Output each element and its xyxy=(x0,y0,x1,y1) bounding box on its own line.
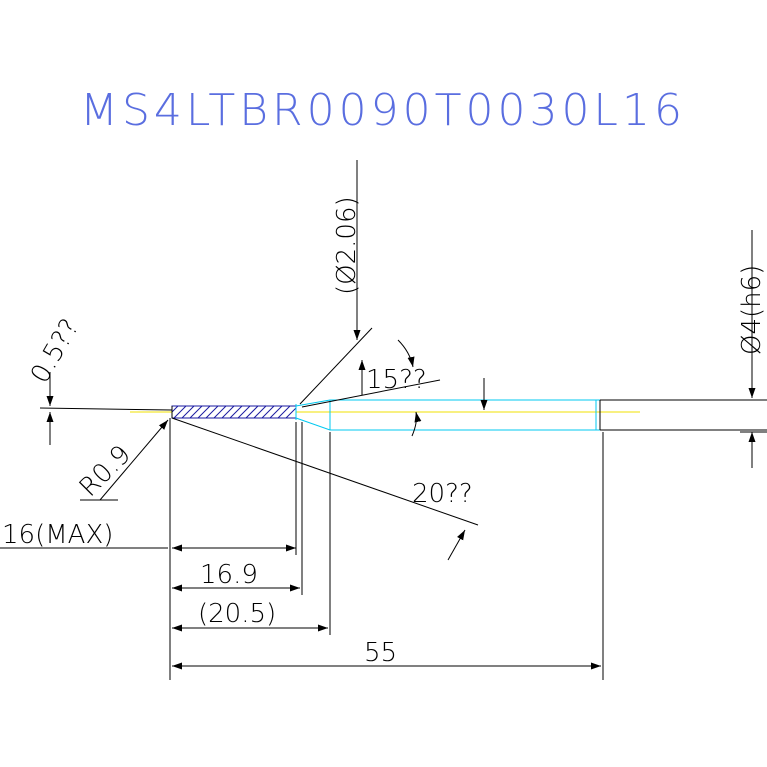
dim-length-55: 55 xyxy=(364,638,397,668)
tool-outline xyxy=(295,399,601,431)
dim-length-20-5: (20.5) xyxy=(198,599,276,629)
dim-length-16-9: 16.9 xyxy=(200,560,258,590)
dimension-lines xyxy=(0,160,767,680)
dim-diameter-4-h6: Ø4(h6) xyxy=(737,265,767,355)
dim-chamfer: 0.5?? xyxy=(25,314,85,389)
drawing-title: MS4LTBR0090T0030L16 xyxy=(80,85,686,136)
dim-diameter-2-06: (Ø2.06) xyxy=(332,196,362,295)
dim-angle-20: 20?? xyxy=(412,479,473,509)
dim-max-16: 16(MAX) xyxy=(2,520,113,550)
shank-outline xyxy=(171,399,767,431)
dim-angle-15: 15?? xyxy=(366,365,427,395)
cutting-edge-hatch xyxy=(171,405,297,419)
